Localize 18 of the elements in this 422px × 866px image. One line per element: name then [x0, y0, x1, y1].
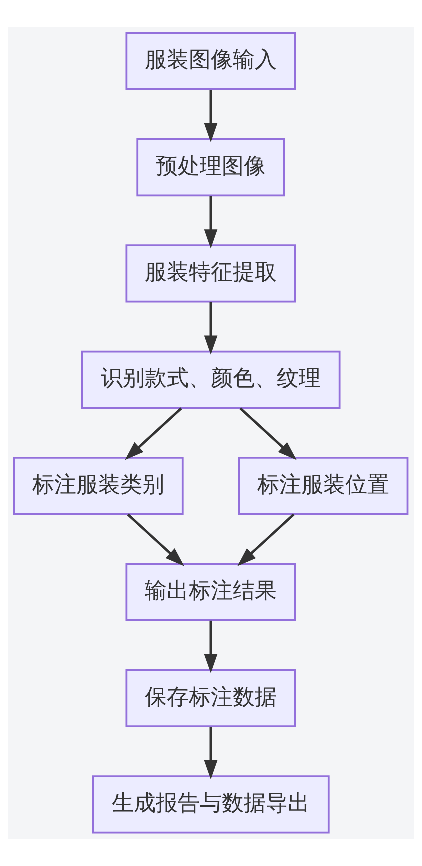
node-box: 输出标注结果 — [126, 563, 296, 622]
node-box: 生成报告与数据导出 — [92, 776, 330, 834]
arrow — [204, 620, 218, 674]
arrow — [125, 408, 182, 460]
arrow — [127, 514, 184, 566]
arrow — [204, 90, 218, 143]
node-box: 服装图像输入 — [126, 32, 296, 90]
node-box: 标注服装位置 — [238, 457, 409, 516]
arrow — [204, 727, 218, 780]
arrow — [204, 196, 218, 249]
node-box: 服装特征提取 — [126, 244, 296, 303]
arrow — [240, 408, 297, 460]
node-box: 识别款式、颜色、纹理 — [81, 350, 341, 409]
node-box: 预处理图像 — [136, 138, 286, 197]
node-box: 保存标注数据 — [126, 669, 296, 728]
node-box: 标注服装类别 — [13, 457, 184, 516]
arrow — [238, 514, 295, 566]
arrow — [204, 302, 218, 355]
